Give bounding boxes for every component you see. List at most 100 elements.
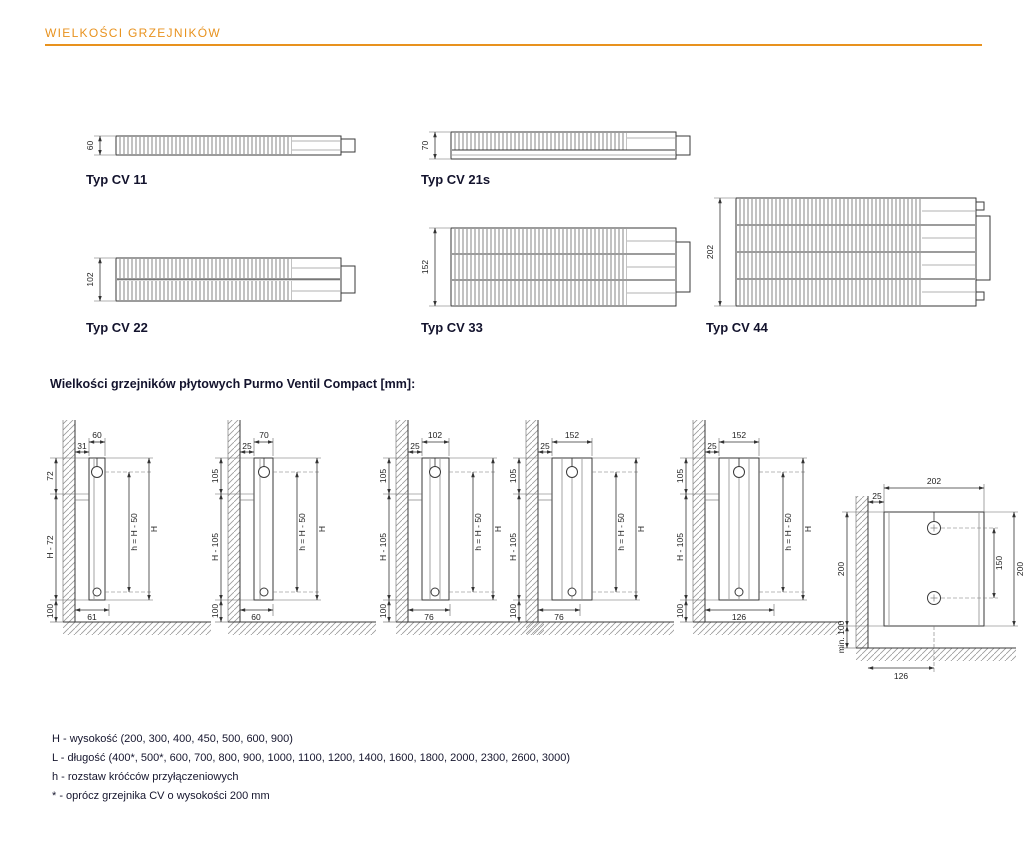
header-rule <box>45 44 982 46</box>
dimensions: 202 25 200 min. 100 150 200 126 <box>836 476 1025 681</box>
bottom-dim-label: 76 <box>554 612 564 622</box>
cv22-height-dimension: 102 <box>85 257 115 302</box>
cv11-radiator-body <box>115 135 356 156</box>
cv21s-height-dimension: 70 <box>420 131 450 160</box>
dimensions: 60 31 72 H - 72 100 h = H - 50 H 61 <box>45 430 159 623</box>
body-dim-label: H - 105 <box>508 533 518 561</box>
radiator <box>75 457 106 601</box>
depth-dim-label: 152 <box>732 430 746 440</box>
cv21s-cross-section-drawing: 70 <box>420 131 691 160</box>
top-dim-label: 105 <box>675 469 685 483</box>
floor <box>526 621 674 635</box>
top-dim-label: 105 <box>508 469 518 483</box>
depth-dim-label: 60 <box>92 430 102 440</box>
cv44-radiator-body <box>735 197 991 307</box>
top-dim-label: 105 <box>210 469 220 483</box>
cv33-type-label: Typ CV 33 <box>421 320 483 335</box>
floor-dim-label: 100 <box>378 604 388 618</box>
section-title: Wielkości grzejników płytowych Purmo Ven… <box>50 377 416 391</box>
body-dim-label: H - 72 <box>45 535 55 558</box>
wall <box>62 420 76 622</box>
body-dim-label: H - 105 <box>675 533 685 561</box>
cv11-height-label: 60 <box>85 141 95 151</box>
footnote-asterisk: * - oprócz grzejnika CV o wysokości 200 … <box>52 790 270 802</box>
cv22-cross-section-drawing: 102 <box>85 257 356 302</box>
height-dim-label: H <box>149 526 159 532</box>
cv33-height-label: 152 <box>420 260 430 274</box>
side-view-4-drawing: 152 25 105 H - 105 100 h = H - 50 H 76 <box>508 420 674 635</box>
offset-dim-label: 25 <box>540 441 550 451</box>
dimensions: 70 25 105 H - 105 100 h = H - 50 H 60 <box>210 430 327 623</box>
side-view-5-drawing: 152 25 105 H - 105 100 h = H - 50 H 126 <box>675 420 841 635</box>
cv11-type-label: Typ CV 11 <box>86 172 148 187</box>
inner-dim-label: h = H - 50 <box>129 513 139 551</box>
cv11-cross-section-drawing: 60 <box>85 135 356 156</box>
top-dim-label: 105 <box>378 469 388 483</box>
height-dim-label: H <box>803 526 813 532</box>
cv22-type-label: Typ CV 22 <box>86 320 148 335</box>
cv44-height-dimension: 202 <box>705 197 735 307</box>
floor-dim-label: 100 <box>45 604 55 618</box>
cv33-height-dimension: 152 <box>420 227 450 307</box>
cv11-height-dimension: 60 <box>85 135 115 156</box>
footnotes: H - wysokość (200, 300, 400, 450, 500, 6… <box>52 730 982 806</box>
floor <box>63 621 211 635</box>
radiator <box>883 511 985 627</box>
height-dim-label: H <box>636 526 646 532</box>
floor <box>693 621 841 635</box>
wall <box>692 420 706 622</box>
top-dim-label: 72 <box>45 471 55 481</box>
inner-dim-label: h = H - 50 <box>783 513 793 551</box>
body-dim-label: H - 105 <box>378 533 388 561</box>
side-view-1-drawing: 60 31 72 H - 72 100 h = H - 50 H 61 <box>45 420 211 635</box>
bottom-dim-label: 126 <box>732 612 746 622</box>
cv21s-height-label: 70 <box>420 141 430 151</box>
spacing-dim-label: 150 <box>994 556 1004 570</box>
depth-dim-label: 70 <box>259 430 269 440</box>
height-dim-label: H <box>493 526 503 532</box>
footnote-connections: h - rozstaw króćców przyłączeniowych <box>52 771 239 783</box>
footnote-height: H - wysokość (200, 300, 400, 450, 500, 6… <box>52 733 293 745</box>
radiator <box>240 457 274 601</box>
side-view-3-drawing: 102 25 105 H - 105 100 h = H - 50 H 76 <box>378 420 544 635</box>
dimensions: 152 25 105 H - 105 100 h = H - 50 H 76 <box>508 430 646 623</box>
side-view-2-drawing: 70 25 105 H - 105 100 h = H - 50 H 60 <box>210 420 376 635</box>
dimensions: 152 25 105 H - 105 100 h = H - 50 H 126 <box>675 430 813 623</box>
bottom-dim-label: 126 <box>894 671 908 681</box>
cv33-radiator-body <box>450 227 691 307</box>
inner-dim-label: h = H - 50 <box>473 513 483 551</box>
clearance-dim-label: min. 100 <box>836 620 846 653</box>
cv21s-radiator-body <box>450 131 691 160</box>
wall <box>525 420 539 622</box>
radiator <box>705 457 760 601</box>
offset-dim-label: 25 <box>872 491 882 501</box>
floor-dim-label: 100 <box>210 604 220 618</box>
cv21s-type-label: Typ CV 21s <box>421 172 491 187</box>
wall <box>227 420 241 622</box>
floor-dim-label: 100 <box>675 604 685 618</box>
inner-dim-label: h = H - 50 <box>616 513 626 551</box>
offset-dim-label: 25 <box>410 441 420 451</box>
cv44-cross-section-drawing: 202 <box>705 197 991 307</box>
cv44-type-label: Typ CV 44 <box>706 320 768 335</box>
height-dim-label: H <box>317 526 327 532</box>
bottom-dim-label: 60 <box>251 612 261 622</box>
radiator <box>538 457 593 601</box>
bottom-dim-label: 61 <box>87 612 97 622</box>
floor <box>228 621 376 635</box>
offset-dim-label: 25 <box>707 441 717 451</box>
footnote-length: L - długość (400*, 500*, 600, 700, 800, … <box>52 752 571 764</box>
dimensions: 102 25 105 H - 105 100 h = H - 50 H 76 <box>378 430 503 623</box>
floor <box>856 647 1016 661</box>
radiator <box>408 457 450 601</box>
depth-dim-label: 152 <box>565 430 579 440</box>
bottom-dim-label: 76 <box>424 612 434 622</box>
cv22-height-label: 102 <box>85 272 95 286</box>
total-dim-label: 200 <box>1015 562 1025 576</box>
inner-dim-label: h = H - 50 <box>297 513 307 551</box>
cv33-cross-section-drawing: 152 <box>420 227 691 307</box>
cv22-radiator-body <box>115 257 356 302</box>
corner-view-drawing: 202 25 200 min. 100 150 200 126 <box>836 476 1025 681</box>
cv44-height-label: 202 <box>705 245 715 259</box>
